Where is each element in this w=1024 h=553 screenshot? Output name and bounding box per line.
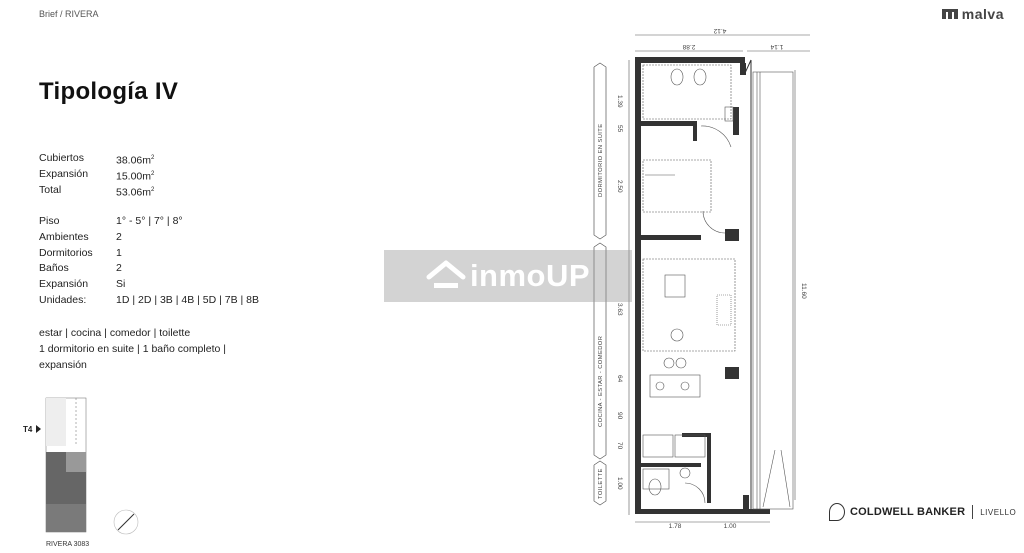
detail-value: 2 <box>116 230 122 243</box>
watermark: inmoUP <box>384 250 632 302</box>
dim-left-1: 1.39 <box>616 95 623 108</box>
dim-left-2: 55 <box>616 125 623 133</box>
page-title: Tipología IV <box>39 78 179 105</box>
room-label-bedroom: DORMITORIO EN SUITE <box>598 123 604 197</box>
detail-row: Expansión Si <box>39 277 259 293</box>
marker-arrow-icon <box>36 425 41 433</box>
key-plan: T4 <box>23 397 87 533</box>
description-line: expansión <box>39 359 87 371</box>
brand-name: malva <box>961 6 1004 22</box>
floor-plan: 4.12 2.88 1.14 1.39 55 2.50 3.63 64 90 7… <box>593 27 810 530</box>
detail-value: Si <box>116 278 126 291</box>
dim-bottom-right: 1.00 <box>724 523 737 530</box>
detail-label: Unidades: <box>39 293 87 306</box>
detail-row: Baños 2 <box>39 261 259 277</box>
coldwell-banker-logo-icon <box>829 503 845 521</box>
keyplan-highlight <box>66 452 86 472</box>
balcony <box>752 71 794 510</box>
wall-angled <box>744 59 752 74</box>
area-label: Cubiertos <box>39 152 84 164</box>
keyplan-block <box>46 398 66 446</box>
dim-right-total: 11.60 <box>800 283 807 299</box>
brand-logo: malva <box>941 6 1004 22</box>
area-value: 38.06m2 <box>116 154 155 167</box>
agency-name: COLDWELL BANKER <box>850 506 966 518</box>
living-furniture <box>642 258 736 398</box>
bed-furniture <box>642 159 726 234</box>
dim-bottom-left: 1.78 <box>669 523 682 530</box>
area-row: Total 53.06m2 <box>39 183 154 199</box>
walls <box>635 57 770 514</box>
area-label: Expansión <box>39 167 89 180</box>
detail-label: Piso <box>39 215 60 227</box>
agency-sub: LIVELLO <box>980 507 1017 517</box>
description: estar | cocina | comedor | toilette 1 do… <box>39 325 279 373</box>
area-label: Total <box>39 183 62 196</box>
detail-label: Ambientes <box>39 230 89 243</box>
area-list: Cubiertos 38.06m2 Expansión 15.00m2 Total 5… <box>39 151 154 198</box>
room-label-living: COCINA - ESTAR - COMEDOR <box>598 336 604 427</box>
room-label-bands <box>593 62 607 506</box>
dim-top-total: 4.12 <box>713 27 726 34</box>
dim-top-left: 2.88 <box>682 43 695 50</box>
area-row: Cubiertos 38.06m2 <box>39 151 154 167</box>
detail-label: Expansión <box>39 278 89 291</box>
dim-left-3: 2.50 <box>616 180 623 193</box>
malva-logo-icon <box>941 9 958 19</box>
detail-row: Ambientes 2 <box>39 230 259 246</box>
description-line: 1 dormitorio en suite | 1 baño completo … <box>39 343 226 355</box>
bathroom-fixtures <box>642 64 734 148</box>
house-icon <box>426 260 466 288</box>
detail-row: Dormitorios 1 <box>39 246 259 262</box>
detail-row: Unidades: 1D | 2D | 3B | 4B | 5D | 7B | 8… <box>39 293 259 309</box>
detail-value: 1D | 2D | 3B | 4B | 5D | 7B | 8B <box>116 293 260 306</box>
detail-value: 1 <box>116 246 122 259</box>
north-arrow-icon <box>113 509 139 535</box>
agency-logo: COLDWELL BANKER LIVELLO <box>829 503 1016 521</box>
detail-label: Baños <box>39 262 69 275</box>
dimension-lines <box>628 34 810 523</box>
detail-row: Piso 1° - 5° | 7° | 8° <box>39 214 259 230</box>
room-label-toilette: TOILETTE <box>598 468 604 499</box>
keyplan-marker: T4 <box>23 425 33 434</box>
watermark-text: inmoUP <box>469 258 591 293</box>
dim-left-4: 3.63 <box>616 303 623 316</box>
dim-left-7: 70 <box>616 442 623 450</box>
description-line: estar | cocina | comedor | toilette <box>39 327 191 339</box>
dim-left-6: 90 <box>616 412 623 420</box>
detail-label: Dormitorios <box>39 246 93 259</box>
keyplan-block <box>46 504 86 532</box>
area-value: 53.06m2 <box>116 186 155 199</box>
agency-divider <box>972 505 974 519</box>
dim-left-8: 1.00 <box>616 477 623 490</box>
detail-value: 2 <box>116 262 122 275</box>
area-row: Expansión 15.00m2 <box>39 167 154 183</box>
keyplan-caption: RIVERA 3083 <box>46 541 90 548</box>
breadcrumb: Brief / RIVERA <box>39 9 99 19</box>
dim-top-right: 1.14 <box>770 43 783 50</box>
detail-list: Piso 1° - 5° | 7° | 8° Ambientes 2 Dormito… <box>39 214 259 309</box>
area-value: 15.00m2 <box>116 170 155 183</box>
kitchen-toilette-fixtures <box>642 434 706 504</box>
dim-left-5: 64 <box>616 375 623 383</box>
detail-value: 1° - 5° | 7° | 8° <box>116 215 183 227</box>
